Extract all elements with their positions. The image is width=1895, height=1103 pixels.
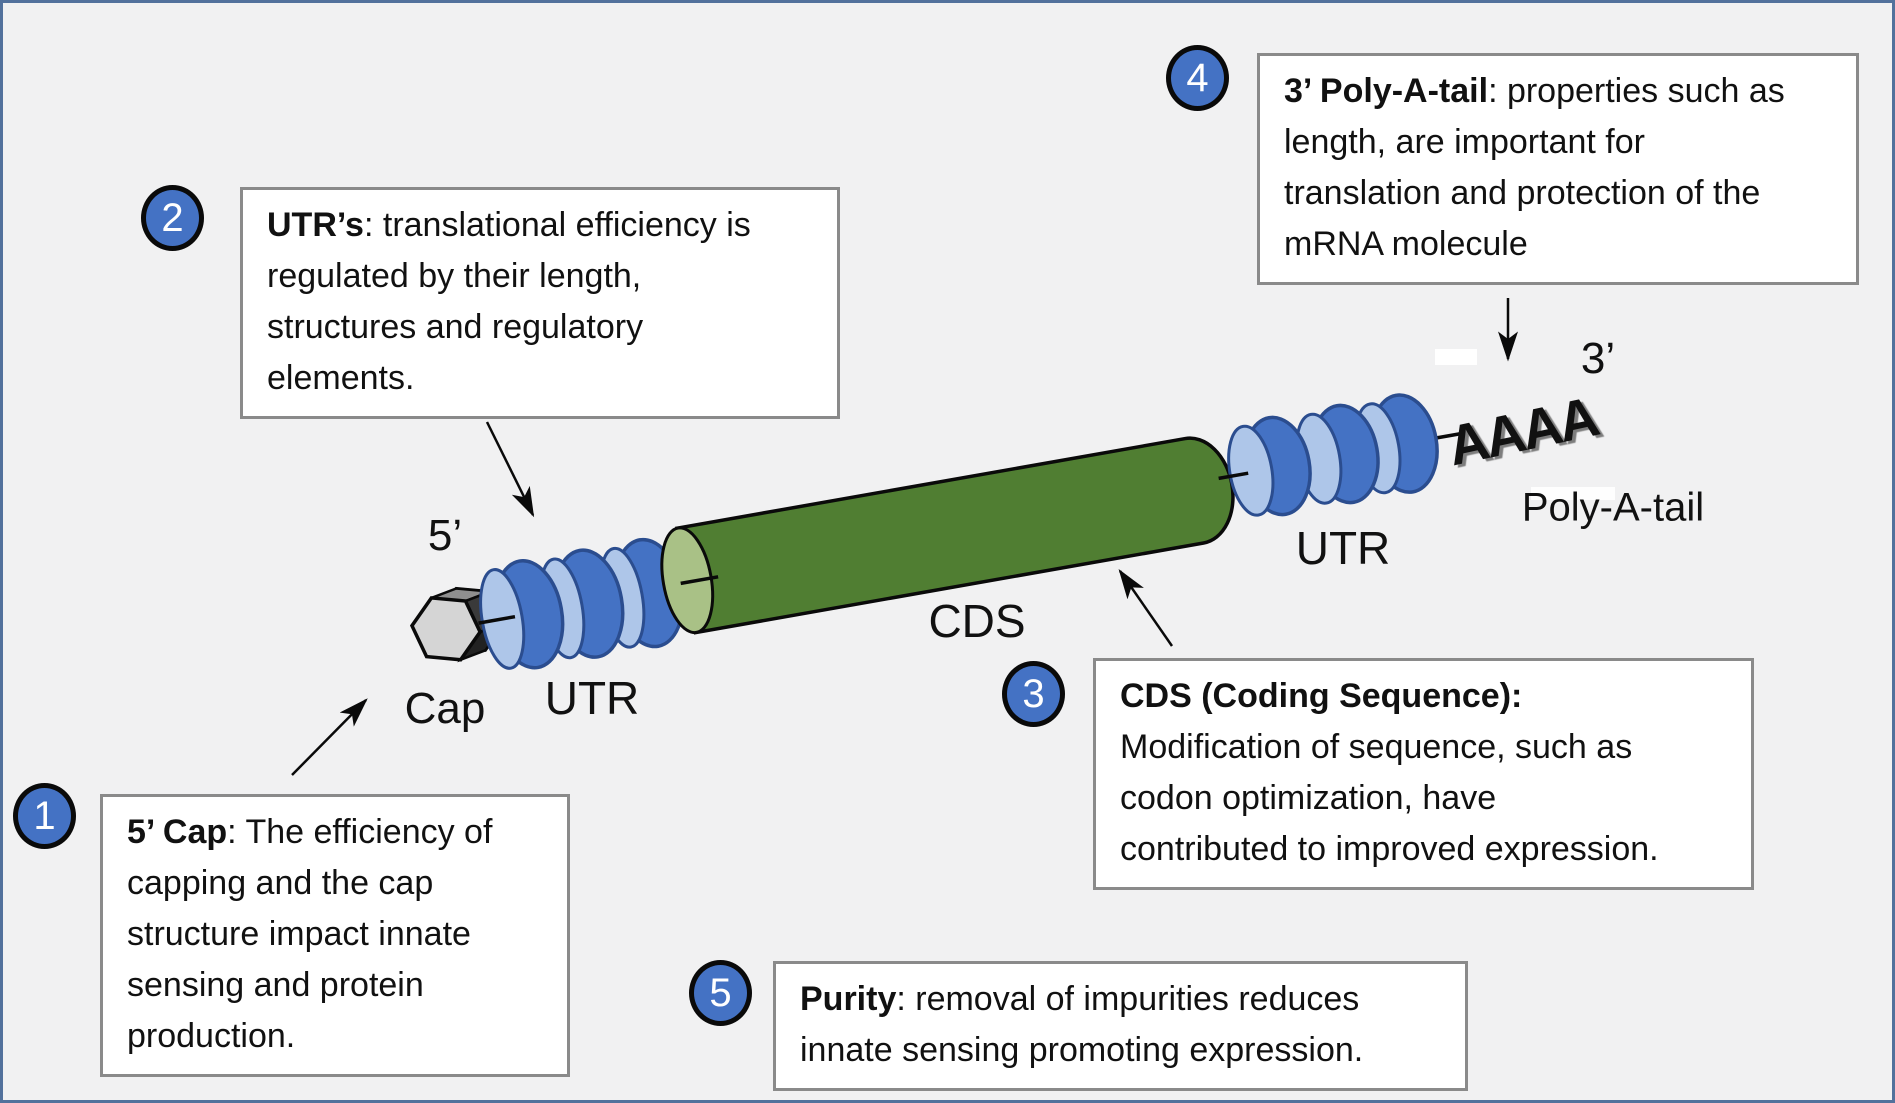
backbone-tick-cds-end xyxy=(1218,471,1249,481)
note-box-5: Purity: removal of impurities reduces in… xyxy=(773,961,1468,1091)
note-line: Modification of sequence, such as xyxy=(1120,728,1633,766)
note-line: : The efficiency of xyxy=(227,813,493,851)
backbone-tick-cap xyxy=(478,614,516,625)
note-box-2: UTR’s: translational efficiency is regul… xyxy=(240,187,840,419)
coil-turn-face xyxy=(1227,424,1275,517)
note-line: : properties such as xyxy=(1488,72,1785,110)
label-three-prime: 3’ xyxy=(1580,334,1616,383)
utr-coil-right xyxy=(1227,393,1439,517)
note-line: structures and regulatory xyxy=(267,308,644,346)
note-line: structure impact innate xyxy=(127,915,471,953)
whiteout-mark xyxy=(1435,349,1477,365)
pointer-arrow-note2-to-utr xyxy=(485,421,535,518)
note-lead: UTR’s xyxy=(267,206,364,244)
mrna-backbone-group xyxy=(409,393,1465,670)
pointer-arrow-note1-to-cap xyxy=(291,698,368,776)
note-line: capping and the cap xyxy=(127,864,434,902)
utr-coil-left xyxy=(479,537,685,670)
cap-front-face xyxy=(409,596,483,662)
note-lead: CDS (Coding Sequence): xyxy=(1120,677,1523,715)
number-badge-3: 3 xyxy=(1002,661,1065,727)
note-line: elements. xyxy=(267,359,415,397)
note-box-4: 3’ Poly-A-tail: properties such as lengt… xyxy=(1257,53,1859,285)
number-badge-1: 1 xyxy=(13,783,76,849)
note-box-3: CDS (Coding Sequence): Modification of s… xyxy=(1093,658,1754,890)
label-cds: CDS xyxy=(928,595,1026,647)
note-line: length, are important for xyxy=(1284,123,1645,161)
pointer-arrow-note3-to-cds xyxy=(1118,568,1174,647)
note-line: regulated by their length, xyxy=(267,257,642,295)
note-lead: 5’ Cap xyxy=(127,813,228,851)
label-five-prime: 5’ xyxy=(427,511,463,560)
number-badge-2: 2 xyxy=(141,185,204,251)
mrna-molecule-diagram xyxy=(291,298,1518,776)
note-line: codon optimization, have xyxy=(1120,779,1497,817)
whiteout-mark xyxy=(1531,487,1615,500)
label-cap: Cap xyxy=(404,684,486,733)
note-line: : removal of impurities reduces xyxy=(896,980,1360,1018)
note-line: innate sensing promoting expression. xyxy=(800,1031,1364,1069)
note-line: production. xyxy=(127,1017,296,1055)
note-lead: Purity xyxy=(800,980,897,1018)
label-utr-left: UTR xyxy=(544,672,640,724)
backbone-tick-cds-face xyxy=(680,575,719,586)
number-badge-4: 4 xyxy=(1166,45,1229,111)
cds-end-face xyxy=(660,526,715,635)
note-line: contributed to improved expression. xyxy=(1120,830,1659,868)
note-box-1: 5’ Cap: The efficiency of capping and th… xyxy=(100,794,570,1077)
note-line: translation and protection of the xyxy=(1284,174,1761,212)
note-line: mRNA molecule xyxy=(1284,225,1528,263)
note-lead: 3’ Poly-A-tail xyxy=(1284,72,1489,110)
number-badge-5: 5 xyxy=(689,960,752,1026)
note-line: sensing and protein xyxy=(127,966,424,1004)
label-poly-a-tail: Poly-A-tail xyxy=(1521,485,1705,530)
label-utr-right: UTR xyxy=(1295,522,1391,574)
note-line: : translational efficiency is xyxy=(363,206,751,244)
